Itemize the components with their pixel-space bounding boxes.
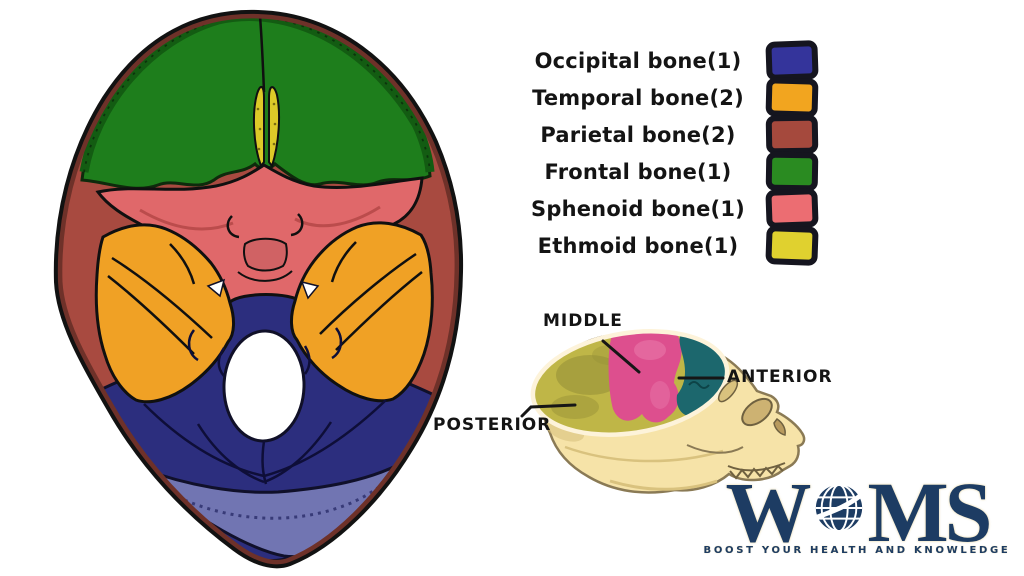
posterior-fossa-label: POSTERIOR xyxy=(433,415,552,435)
petrous-ridge-left xyxy=(111,256,213,339)
legend-label: Sphenoid bone(1) xyxy=(531,196,745,221)
temporal-arc-right xyxy=(330,241,357,283)
globe-icon xyxy=(814,483,866,533)
legend-label: Parietal bone(2) xyxy=(540,122,736,147)
middle-fossa-label: MIDDLE xyxy=(543,311,623,331)
temporal-arc-left xyxy=(169,243,196,285)
squama-stipple xyxy=(155,472,396,520)
cranial-fossae-figure: MIDDLE ANTERIOR POSTERIOR xyxy=(425,295,855,510)
petrous-ridge-left-2 xyxy=(107,275,195,355)
cranial-cut-rim xyxy=(530,329,730,437)
logo-tagline: BOOST YOUR HEALTH AND KNOWLEDGE xyxy=(703,545,1011,556)
legend-color-swatch xyxy=(765,40,819,81)
woms-wordmark: W MS xyxy=(700,464,1014,560)
nasal-aperture xyxy=(773,417,786,436)
skull-base-illustration xyxy=(53,9,464,569)
metopic-suture xyxy=(258,15,266,93)
logo-letters-ms: MS xyxy=(867,464,993,560)
skull-interior xyxy=(55,11,462,567)
sphenoid-ridge-left xyxy=(139,208,234,231)
legend-color-swatch xyxy=(765,225,819,266)
posterior-leader-line xyxy=(520,403,577,418)
woms-logo: W MS BOOST YOUR HEALTH AND KNOWLEDGE xyxy=(700,464,1014,560)
legend-color-swatch xyxy=(765,77,819,118)
legend-color-swatch xyxy=(765,114,819,155)
teeth xyxy=(729,464,784,480)
legend-item-sphenoid: Sphenoid bone(1) xyxy=(518,188,819,229)
foramen-lacerum-left xyxy=(206,278,226,298)
eye-socket xyxy=(741,397,773,427)
petrous-ridge-right xyxy=(319,252,417,335)
ethmoid-bone-region xyxy=(252,86,281,169)
dorsum-sellae xyxy=(237,270,293,282)
legend-label: Frontal bone(1) xyxy=(544,159,732,184)
logo-letter-w: W xyxy=(725,464,812,560)
clinoid-right xyxy=(290,213,304,237)
temple-marking xyxy=(717,379,739,403)
petrous-ridge-right-2 xyxy=(335,271,423,351)
clinoid-left xyxy=(226,215,240,239)
foramen-lacerum-right xyxy=(300,280,320,300)
legend-item-occipital: Occipital bone(1) xyxy=(518,40,819,81)
legend-color-swatch xyxy=(765,188,819,229)
legend-item-parietal: Parietal bone(2) xyxy=(518,114,819,155)
foramen-magnum xyxy=(222,329,306,443)
sella-turcica xyxy=(243,237,288,272)
legend: Occipital bone(1) Temporal bone(2) Parie… xyxy=(518,40,819,266)
leader-lines xyxy=(520,339,725,418)
lateral-skull-illustration xyxy=(520,320,806,494)
middle-fossa-region xyxy=(608,321,682,423)
legend-label: Ethmoid bone(1) xyxy=(537,233,739,258)
legend-item-frontal: Frontal bone(1) xyxy=(518,151,819,192)
anterior-fossa-label: ANTERIOR xyxy=(727,367,833,387)
legend-item-temporal: Temporal bone(2) xyxy=(518,77,819,118)
cheek-line xyxy=(686,444,744,454)
legend-color-swatch xyxy=(765,151,819,192)
squamosal-suture xyxy=(564,445,724,463)
legend-label: Occipital bone(1) xyxy=(534,48,742,73)
legend-label: Temporal bone(2) xyxy=(532,85,744,110)
middle-leader-line xyxy=(601,339,641,374)
skull-outline xyxy=(53,9,464,569)
occipital-grooves xyxy=(143,327,387,485)
jaw-shadow xyxy=(609,479,718,491)
legend-item-ethmoid: Ethmoid bone(1) xyxy=(518,225,819,266)
